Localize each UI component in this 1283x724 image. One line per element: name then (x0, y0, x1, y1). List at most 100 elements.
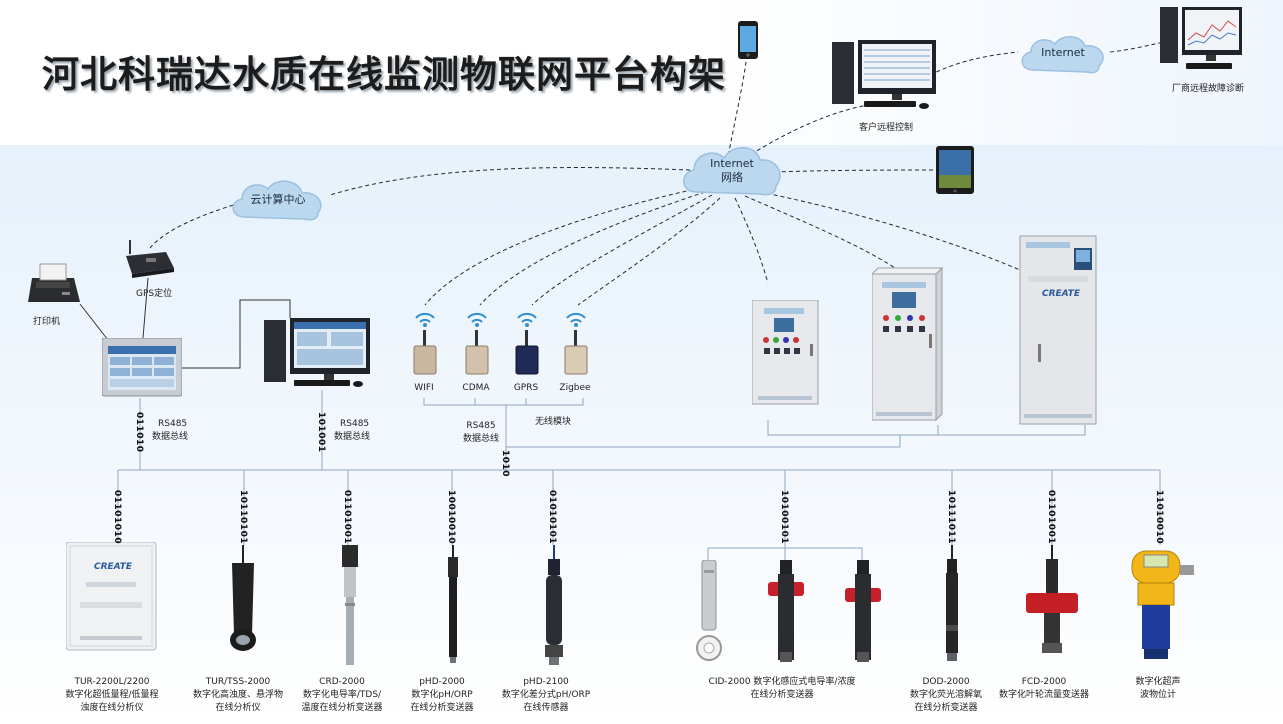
dash-internet-to-vendor (1109, 41, 1165, 53)
dash-main-to-zigbee (577, 197, 721, 306)
dash-main-to-gprs (531, 194, 713, 306)
cloud-computing-center-label: 云计算中心 (250, 193, 306, 206)
gprs-module-icon (512, 308, 542, 382)
cloud-internet-top: Internet (1015, 30, 1111, 78)
dash-cloud-to-gps (149, 202, 241, 249)
bus-code-wireless: 1010 (500, 450, 510, 478)
control-cabinet-medium (870, 264, 944, 428)
rs485-mid-label: RS485 (340, 419, 370, 429)
sensor-caption-7-line1: DOD-2000 (922, 677, 970, 687)
sensor-code-7: 10111011 (946, 490, 956, 545)
cloud-internet-top-label: Internet (1041, 46, 1085, 59)
customer-pc-icon (832, 38, 940, 118)
dash-main-to-cab2 (744, 195, 896, 269)
dissolved-oxygen-probe (938, 545, 966, 669)
sensor-code-9: 11010010 (1154, 490, 1164, 545)
dash-main-to-cab3 (759, 191, 1021, 271)
wireless-bus-label: 数据总线 (462, 434, 500, 444)
rs485-left-label: RS485 (158, 419, 188, 429)
sensor-caption-8: FCD-2000 数字化叶轮流量变送器 (999, 676, 1089, 702)
dash-pc-to-internet (929, 51, 1019, 76)
high-turbidity-probe (222, 545, 264, 659)
sensor-caption-6-line2: 在线分析变送器 (750, 690, 814, 700)
turbidity-analyzer-box (65, 541, 158, 656)
sensor-caption-3-line1: CRD-2000 (319, 677, 365, 687)
turbidity-box-brand: CREATE (94, 562, 133, 572)
vendor-pc-icon (1160, 5, 1244, 79)
gprs-label: GPRS (513, 383, 539, 393)
control-cabinet-small (751, 299, 820, 412)
inductive-conductivity-sensor-1 (694, 559, 724, 669)
sensor-caption-9: 数字化超声 波物位计 (1135, 676, 1180, 702)
sensor-code-1: 01101010 (112, 490, 122, 545)
bus-code-left: 011010 (134, 412, 144, 453)
bus-code-mid: 101001 (316, 412, 326, 453)
hmi-touch-panel (101, 337, 183, 402)
sensor-caption-6-line1: CID-2000 数字化感应式电导率/浓度 (708, 677, 856, 687)
cdma-module-icon (462, 308, 492, 382)
bus-left-label: 数据总线 (152, 432, 189, 442)
sensor-caption-3: CRD-2000 数字化电导率/TDS/ 温度在线分析变送器 (301, 676, 382, 715)
cabinet-brand-label: CREATE (1042, 289, 1081, 299)
zigbee-module-icon (561, 308, 591, 382)
sensor-code-3: 01101001 (342, 490, 352, 545)
sensor-caption-3-line3: 温度在线分析变送器 (301, 703, 383, 713)
printer-label: 打印机 (33, 317, 61, 327)
dash-main-to-phone (726, 61, 747, 163)
bus-mid-label: 数据总线 (334, 432, 371, 442)
sensor-caption-4-line2: 数字化pH/ORP (411, 690, 473, 700)
sensor-code-6: 10100101 (779, 490, 789, 545)
sensor-code-5: 01010101 (547, 490, 557, 545)
workstation-pc-icon (264, 316, 374, 396)
printer-icon (26, 260, 82, 314)
vendor-diagnosis-label: 厂商远程故障诊断 (1171, 84, 1245, 94)
sensor-caption-1-line1: TUR-2200L/2200 (74, 677, 150, 687)
differential-ph-sensor (537, 545, 571, 674)
sensor-caption-1: TUR-2200L/2200 数字化超低量程/低量程 浊度在线分析仪 (65, 676, 158, 715)
sensor-caption-2-line2: 数字化高浊度、悬浮物 (192, 690, 284, 700)
dash-main-to-wifi (424, 187, 701, 306)
sensor-caption-3-line2: 数字化电导率/TDS/ (302, 690, 382, 700)
sensor-caption-2: TUR/TSS-2000 数字化高浊度、悬浮物 在线分析仪 (193, 676, 283, 715)
sensor-caption-7: DOD-2000 数字化荧光溶解氧 在线分析变送器 (910, 676, 982, 715)
gps-label: GPS定位 (136, 289, 173, 299)
customer-control-label: 客户远程控制 (858, 123, 914, 133)
sensor-caption-2-line1: TUR/TSS-2000 (205, 677, 271, 687)
sensor-caption-9-line2: 波物位计 (1139, 690, 1177, 700)
wireless-module-label: 无线模块 (534, 417, 572, 427)
sensor-caption-9-line1: 数字化超声 (1135, 677, 1181, 687)
sensor-caption-1-line3: 浊度在线分析仪 (80, 703, 144, 713)
sensor-caption-7-line2: 数字化荧光溶解氧 (909, 690, 983, 700)
cloud-internet-main-line1: Internet (710, 157, 754, 170)
wireless-rs485-label: RS485 (466, 421, 496, 431)
sensor-caption-5-line3: 在线传感器 (523, 703, 569, 713)
sensor-caption-4-line3: 在线分析变送器 (410, 703, 474, 713)
ultrasonic-level-meter (1124, 545, 1196, 669)
ph-probe (440, 545, 466, 669)
page-title: 河北科瑞达水质在线监测物联网平台构架 (42, 53, 726, 96)
sensor-caption-5: pHD-2100 数字化差分式pH/ORP 在线传感器 (502, 676, 590, 715)
impeller-flow-meter (1024, 545, 1080, 661)
smartphone-icon (737, 20, 759, 64)
sensor-caption-7-line3: 在线分析变送器 (914, 703, 978, 713)
sensor-caption-6: CID-2000 数字化感应式电导率/浓度 在线分析变送器 (709, 676, 856, 702)
dash-main-to-cdma (479, 191, 706, 306)
sensor-caption-4: pHD-2000 数字化pH/ORP 在线分析变送器 (410, 676, 473, 715)
sensor-caption-2-line3: 在线分析仪 (215, 703, 261, 713)
sensor-code-4: 10010010 (446, 490, 456, 545)
sensor-caption-8-line2: 数字化叶轮流量变送器 (998, 690, 1090, 700)
dash-main-to-cab1 (734, 197, 769, 284)
dash-main-to-ipad (774, 169, 936, 173)
cloud-internet-main-line2: 网络 (721, 171, 743, 184)
dash-main-to-pc (744, 104, 869, 159)
gps-device-icon (122, 238, 176, 286)
sensor-caption-5-line2: 数字化差分式pH/ORP (501, 690, 591, 700)
sensor-code-2: 10110101 (238, 490, 248, 545)
cloud-computing-center: 云计算中心 (226, 175, 330, 225)
conductivity-probe (336, 545, 366, 674)
sensor-caption-1-line2: 数字化超低量程/低量程 (65, 690, 159, 700)
cloud-internet-main: Internet 网络 (676, 140, 788, 202)
sensor-caption-8-line1: FCD-2000 (1021, 677, 1067, 687)
zigbee-label: Zigbee (559, 383, 591, 393)
